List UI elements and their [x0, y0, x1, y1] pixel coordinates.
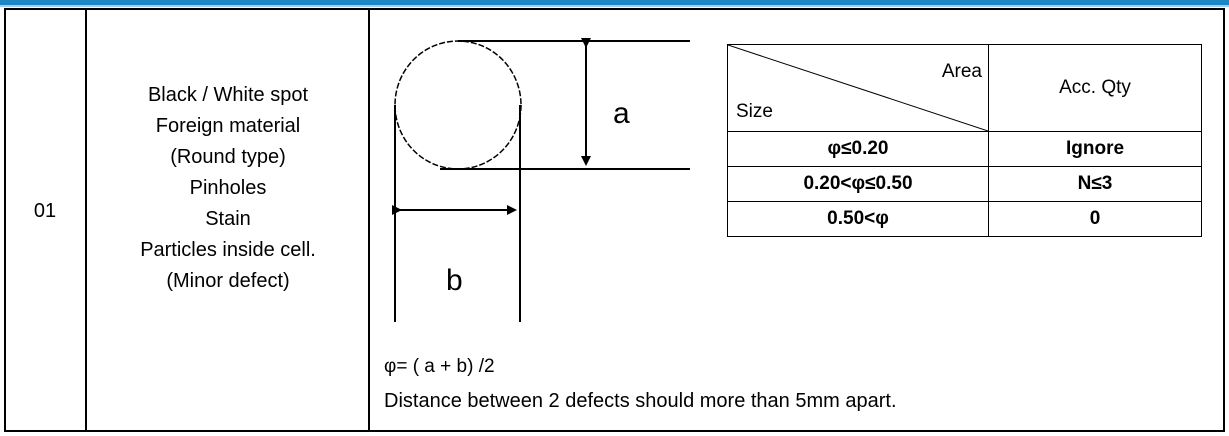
defect-item: Foreign material [155, 115, 301, 137]
qty-cell: Ignore [988, 131, 1202, 167]
distance-note: Distance between 2 defects should more t… [384, 390, 897, 412]
label-a: a [613, 97, 630, 130]
defect-item: Pinholes [189, 177, 267, 199]
qty-cell: 0 [988, 201, 1202, 237]
size-cell: 0.50<φ [727, 201, 989, 237]
top-accent-bar-light [0, 5, 1229, 7]
column-divider-2 [368, 8, 370, 432]
table-row: 0.50<φ 0 [727, 201, 1202, 237]
column-divider-1 [85, 8, 87, 432]
defect-item-list: Black / White spot Foreign material (Rou… [88, 80, 368, 297]
top-accent-bar [0, 0, 1229, 5]
spot-circle [394, 40, 522, 170]
defect-item: Particles inside cell. [140, 239, 316, 261]
defect-item: (Round type) [170, 146, 286, 168]
size-cell: φ≤0.20 [727, 131, 989, 167]
header-size: Size [736, 101, 773, 122]
spec-table-border [4, 8, 1225, 432]
label-b: b [446, 264, 463, 297]
table-row: 0.20<φ≤0.50 N≤3 [727, 166, 1202, 202]
diagonal-line [728, 45, 988, 131]
qty-cell: N≤3 [988, 166, 1202, 202]
header-qty: Acc. Qty [988, 44, 1202, 132]
diagonal-header-cell: Area Size [727, 44, 989, 132]
row-number: 01 [33, 200, 57, 222]
table-row: φ≤0.20 Ignore [727, 131, 1202, 167]
defect-item: Stain [205, 208, 251, 230]
acceptance-table: Area Size Acc. Qty φ≤0.20 Ignore 0.20<φ≤… [727, 44, 1202, 237]
defect-item: (Minor defect) [166, 270, 290, 292]
spot-measurement-diagram [392, 38, 690, 322]
defect-item: Black / White spot [147, 84, 309, 106]
header-area: Area [941, 61, 982, 82]
size-cell: 0.20<φ≤0.50 [727, 166, 989, 202]
size-formula: φ= ( a + b) /2 [384, 356, 495, 377]
